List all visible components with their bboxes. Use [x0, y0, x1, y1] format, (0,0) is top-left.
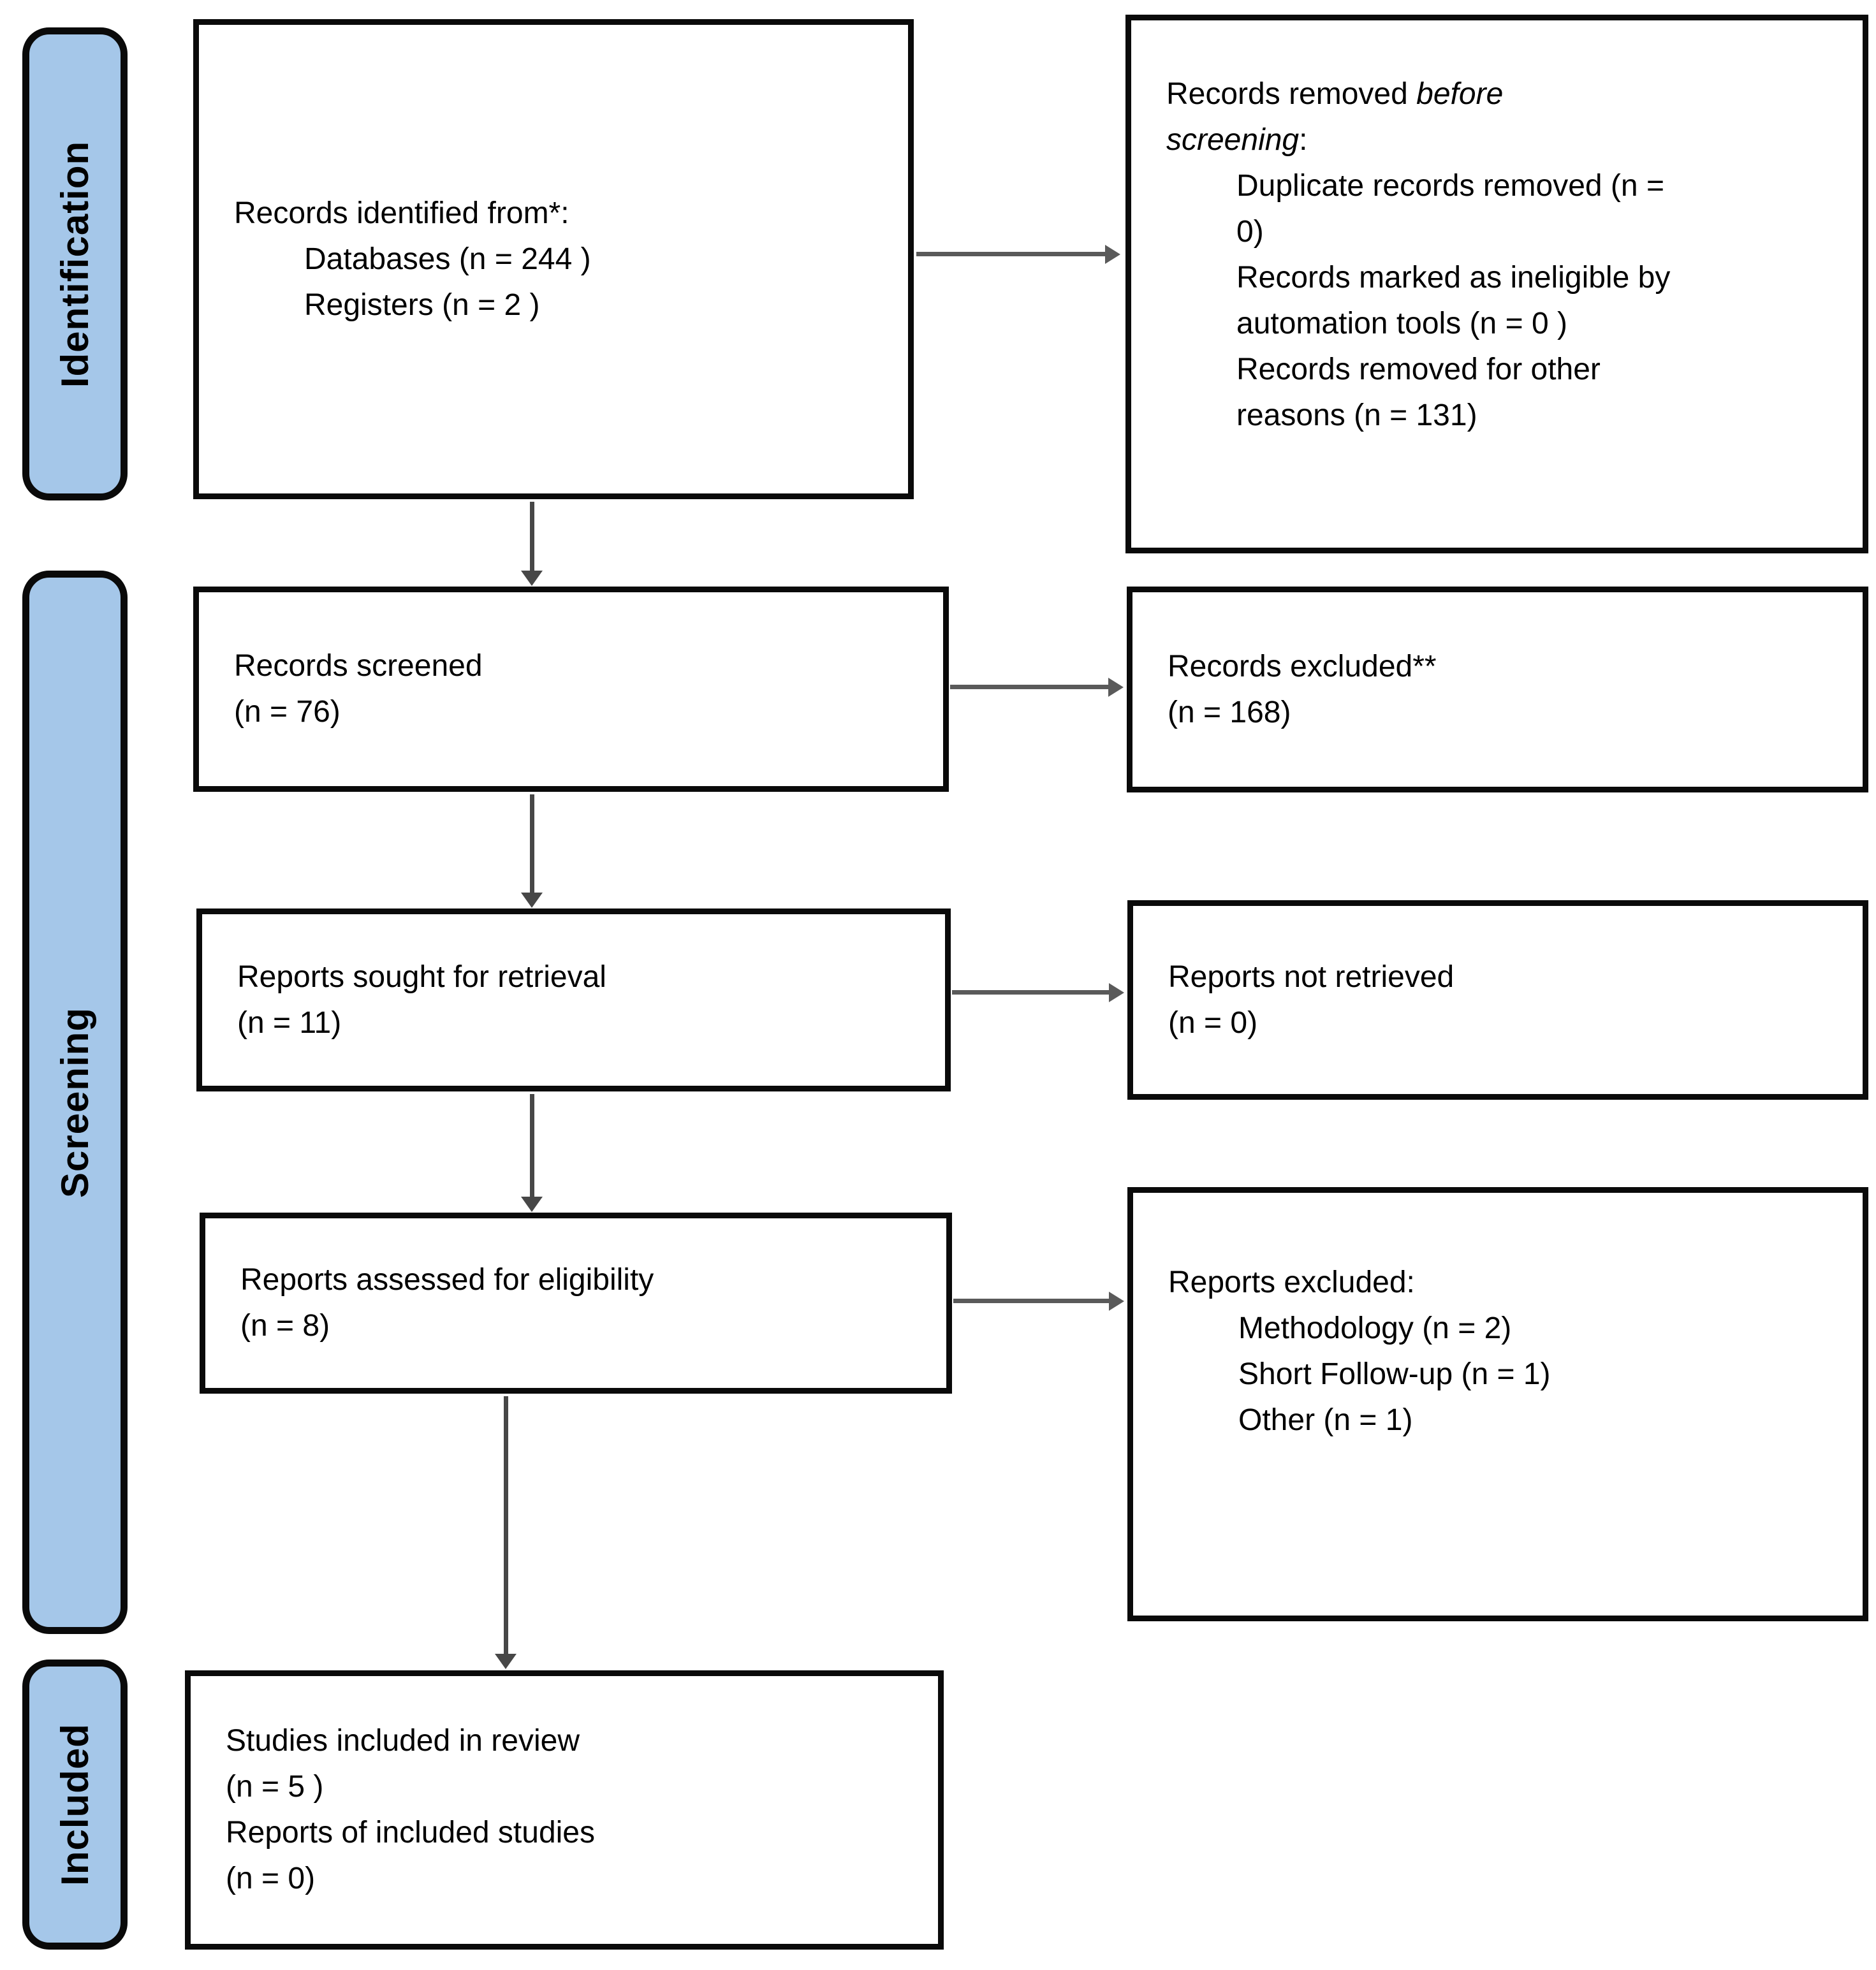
- reports-sought-line1: Reports sought for retrieval: [237, 959, 606, 994]
- reports-excluded-other: Other (n = 1): [1238, 1403, 1413, 1437]
- box-reports-excluded: Reports excluded: Methodology (n = 2) Sh…: [1127, 1187, 1868, 1621]
- arrowhead-identified-to-removed: [1105, 245, 1120, 264]
- studies-included-line3: Reports of included studies: [226, 1816, 595, 1850]
- removed-duplicates: Duplicate records removed (n = 0): [1236, 169, 1664, 249]
- arrowhead-identified-to-screened: [521, 571, 543, 586]
- stage-label-included: Included: [54, 1723, 96, 1886]
- arrowhead-screened-to-excluded: [1108, 678, 1124, 697]
- box-records-screened: Records screened (n = 76): [193, 587, 949, 792]
- box-reports-not-retrieved: Reports not retrieved (n = 0): [1127, 900, 1868, 1100]
- arrow-sought-to-assessed: [530, 1094, 534, 1199]
- reports-excluded-title: Reports excluded:: [1168, 1266, 1415, 1299]
- studies-included-line2: (n = 5 ): [226, 1770, 324, 1804]
- box-records-removed-before-screening: Records removed before screening: Duplic…: [1125, 15, 1868, 553]
- arrow-assessed-to-reports-excluded: [953, 1299, 1109, 1303]
- reports-not-retrieved-line2: (n = 0): [1168, 1005, 1258, 1040]
- arrow-identified-to-screened: [530, 502, 534, 573]
- studies-included-line1: Studies included in review: [226, 1724, 580, 1758]
- reports-assessed-line1: Reports assessed for eligibility: [240, 1263, 654, 1297]
- arrowhead-assessed-to-reports-excluded: [1109, 1292, 1124, 1311]
- records-identified-registers: Registers (n = 2 ): [304, 288, 540, 322]
- arrowhead-sought-to-assessed: [521, 1197, 543, 1212]
- reports-excluded-short-followup: Short Follow-up (n = 1): [1238, 1357, 1551, 1391]
- arrow-screened-to-sought: [530, 794, 534, 895]
- box-studies-included: Studies included in review (n = 5 ) Repo…: [185, 1670, 944, 1950]
- box-reports-sought: Reports sought for retrieval (n = 11): [196, 908, 951, 1091]
- box-reports-assessed: Reports assessed for eligibility (n = 8): [200, 1213, 952, 1394]
- reports-assessed-line2: (n = 8): [240, 1309, 330, 1343]
- stage-bar-screening: Screening: [22, 571, 128, 1634]
- records-removed-intro-suffix: :: [1299, 123, 1308, 157]
- arrow-screened-to-excluded: [950, 685, 1108, 689]
- arrow-sought-to-not-retrieved: [952, 990, 1109, 995]
- records-excluded-line1: Records excluded**: [1168, 649, 1437, 683]
- reports-not-retrieved-line1: Reports not retrieved: [1168, 959, 1455, 994]
- stage-label-screening: Screening: [54, 1007, 97, 1198]
- arrow-assessed-to-included: [504, 1396, 508, 1656]
- stage-bar-included: Included: [22, 1660, 128, 1950]
- removed-other-reasons: Records removed for other reasons (n = 1…: [1236, 353, 1601, 432]
- stage-label-identification: Identification: [54, 140, 96, 388]
- records-screened-line2: (n = 76): [234, 695, 341, 729]
- records-excluded-line2: (n = 168): [1168, 695, 1291, 729]
- records-screened-line1: Records screened: [234, 649, 483, 683]
- arrowhead-sought-to-not-retrieved: [1109, 983, 1124, 1002]
- reports-excluded-methodology: Methodology (n = 2): [1238, 1311, 1512, 1345]
- box-records-identified: Records identified from*: Databases (n =…: [193, 19, 914, 499]
- reports-sought-line2: (n = 11): [237, 1005, 342, 1040]
- arrow-identified-to-removed: [916, 252, 1105, 256]
- records-identified-databases: Databases (n = 244 ): [304, 242, 591, 276]
- studies-included-line4: (n = 0): [226, 1862, 316, 1895]
- arrowhead-screened-to-sought: [521, 893, 543, 908]
- stage-bar-identification: Identification: [22, 27, 128, 500]
- records-removed-intro-italic: before screening: [1166, 77, 1504, 157]
- removed-automation: Records marked as ineligible by automati…: [1236, 261, 1671, 340]
- arrowhead-assessed-to-included: [495, 1654, 517, 1669]
- records-identified-title: Records identified from*:: [234, 196, 569, 230]
- records-removed-intro-plain: Records removed: [1166, 77, 1417, 111]
- box-records-excluded: Records excluded** (n = 168): [1127, 587, 1868, 792]
- records-removed-intro: Records removed before screening:: [1166, 71, 1651, 163]
